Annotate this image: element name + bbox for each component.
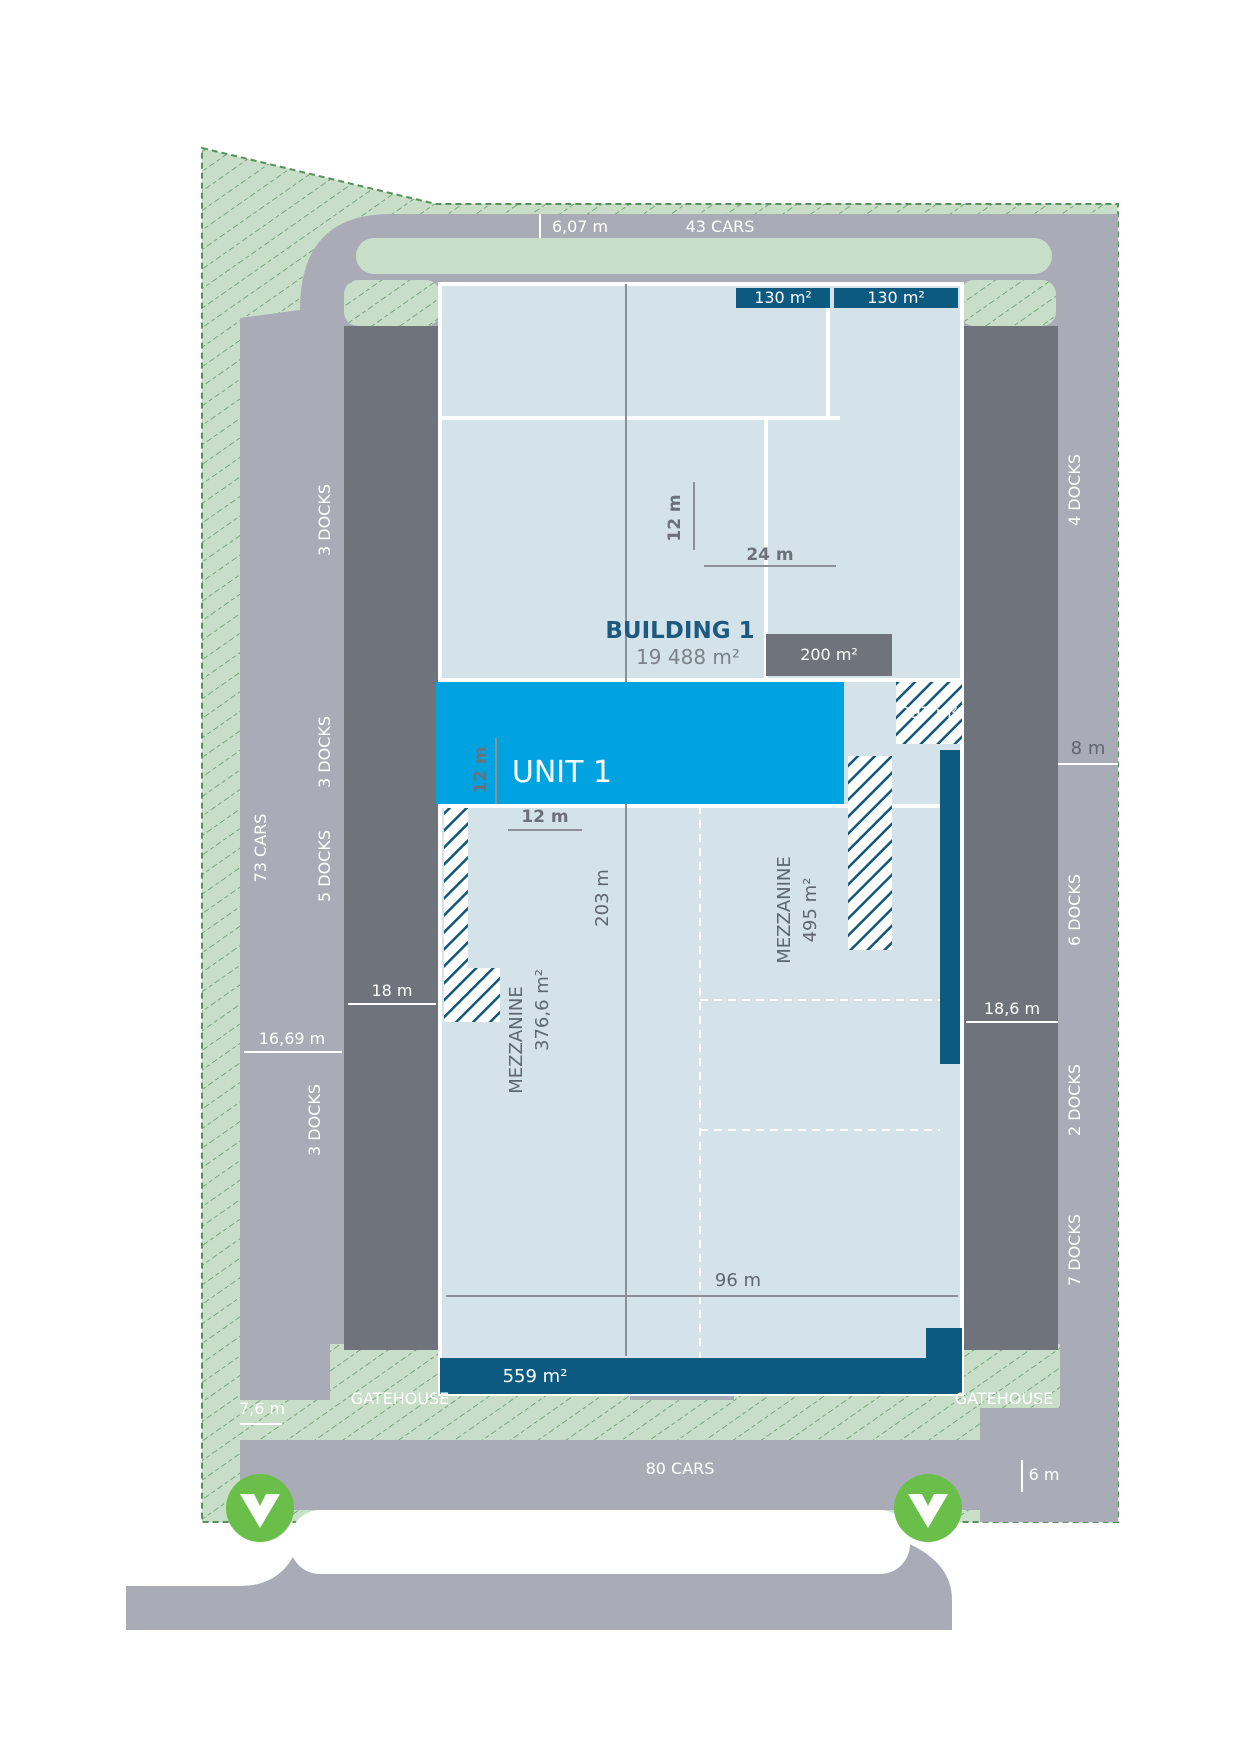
building-title: BUILDING 1 bbox=[605, 618, 754, 644]
dim-unit-h-label: 12 m bbox=[521, 807, 568, 827]
parking-bottom-label: 80 CARS bbox=[646, 1459, 715, 1478]
parking-top-label: 43 CARS bbox=[686, 217, 755, 236]
parking-left-label: 73 CARS bbox=[251, 814, 270, 883]
entrance-marker-right bbox=[894, 1474, 962, 1542]
gatehouse-right: GATEHOUSE bbox=[955, 1389, 1054, 1408]
entrance-marker-left bbox=[226, 1474, 294, 1542]
yard-left bbox=[344, 326, 440, 1350]
dim-18m-label: 18 m bbox=[371, 981, 412, 1000]
yard-right bbox=[962, 326, 1058, 1350]
corner-planting-left bbox=[344, 280, 440, 326]
mezzanine-right-area: 495 m² bbox=[800, 878, 821, 943]
docks-right-3: 2 DOCKS bbox=[1065, 1064, 1084, 1136]
mezzanine-left-area: 376,6 m² bbox=[532, 969, 553, 1051]
dim-length-label: 203 m bbox=[592, 869, 613, 927]
office-bottom bbox=[440, 1358, 962, 1394]
office-top-left-area: 130 m² bbox=[754, 288, 812, 307]
docks-right-4: 7 DOCKS bbox=[1065, 1214, 1084, 1286]
office-strip-right bbox=[940, 750, 960, 1064]
entrance-island bbox=[290, 1510, 910, 1574]
dim-7-6m-label: 7,6 m bbox=[239, 1399, 285, 1418]
dim-8m-label: 8 m bbox=[1071, 738, 1106, 759]
docks-left-4: 3 DOCKS bbox=[305, 1084, 324, 1156]
dim-18-6m-label: 18,6 m bbox=[984, 999, 1040, 1018]
office-mid-area: 200 m² bbox=[800, 645, 858, 664]
office-top-right bbox=[834, 288, 958, 308]
dim-unit-v-label: 12 m bbox=[471, 746, 491, 793]
office-top-right-area: 130 m² bbox=[867, 288, 925, 307]
docks-left-1: 3 DOCKS bbox=[315, 484, 334, 556]
mezzanine-right-title: MEZZANINE bbox=[774, 856, 795, 964]
mezzanine-left-title: MEZZANINE bbox=[506, 986, 527, 1094]
entrance-arrow-icon bbox=[240, 1494, 280, 1528]
office-bottom-corner bbox=[926, 1328, 962, 1394]
docks-left-2: 3 DOCKS bbox=[315, 716, 334, 788]
mezzanine-left bbox=[444, 808, 500, 1022]
building-area: 19 488 m² bbox=[636, 645, 740, 669]
docks-left-3: 5 DOCKS bbox=[315, 830, 334, 902]
hatched-room-small bbox=[896, 682, 962, 744]
dim-6m-label: 6 m bbox=[1029, 1465, 1060, 1484]
dim-width-label: 96 m bbox=[715, 1270, 761, 1291]
office-bottom-area: 559 m² bbox=[503, 1366, 568, 1387]
gatehouse-left: GATEHOUSE bbox=[351, 1389, 450, 1408]
right-road bbox=[1060, 214, 1118, 1484]
office-top-left bbox=[736, 288, 830, 308]
bottom-road-band bbox=[240, 1440, 1118, 1510]
top-planting bbox=[356, 238, 1052, 274]
dim-12m-label: 12 m bbox=[665, 494, 685, 541]
unit-1 bbox=[436, 682, 844, 804]
docks-right-1: 4 DOCKS bbox=[1065, 454, 1084, 526]
dim-24m-label: 24 m bbox=[746, 545, 793, 565]
docks-right-2: 6 DOCKS bbox=[1065, 874, 1084, 946]
dim-6-07m-label: 6,07 m bbox=[552, 217, 608, 236]
hatched-room-area: 293 m² bbox=[900, 703, 958, 722]
office-mid bbox=[766, 634, 892, 676]
unit-label: UNIT 1 bbox=[512, 755, 612, 790]
entrance-arrow-icon bbox=[908, 1494, 948, 1528]
mezzanine-right bbox=[848, 756, 892, 950]
corner-planting-right bbox=[960, 280, 1056, 326]
dim-16-69m-label: 16,69 m bbox=[259, 1029, 325, 1048]
